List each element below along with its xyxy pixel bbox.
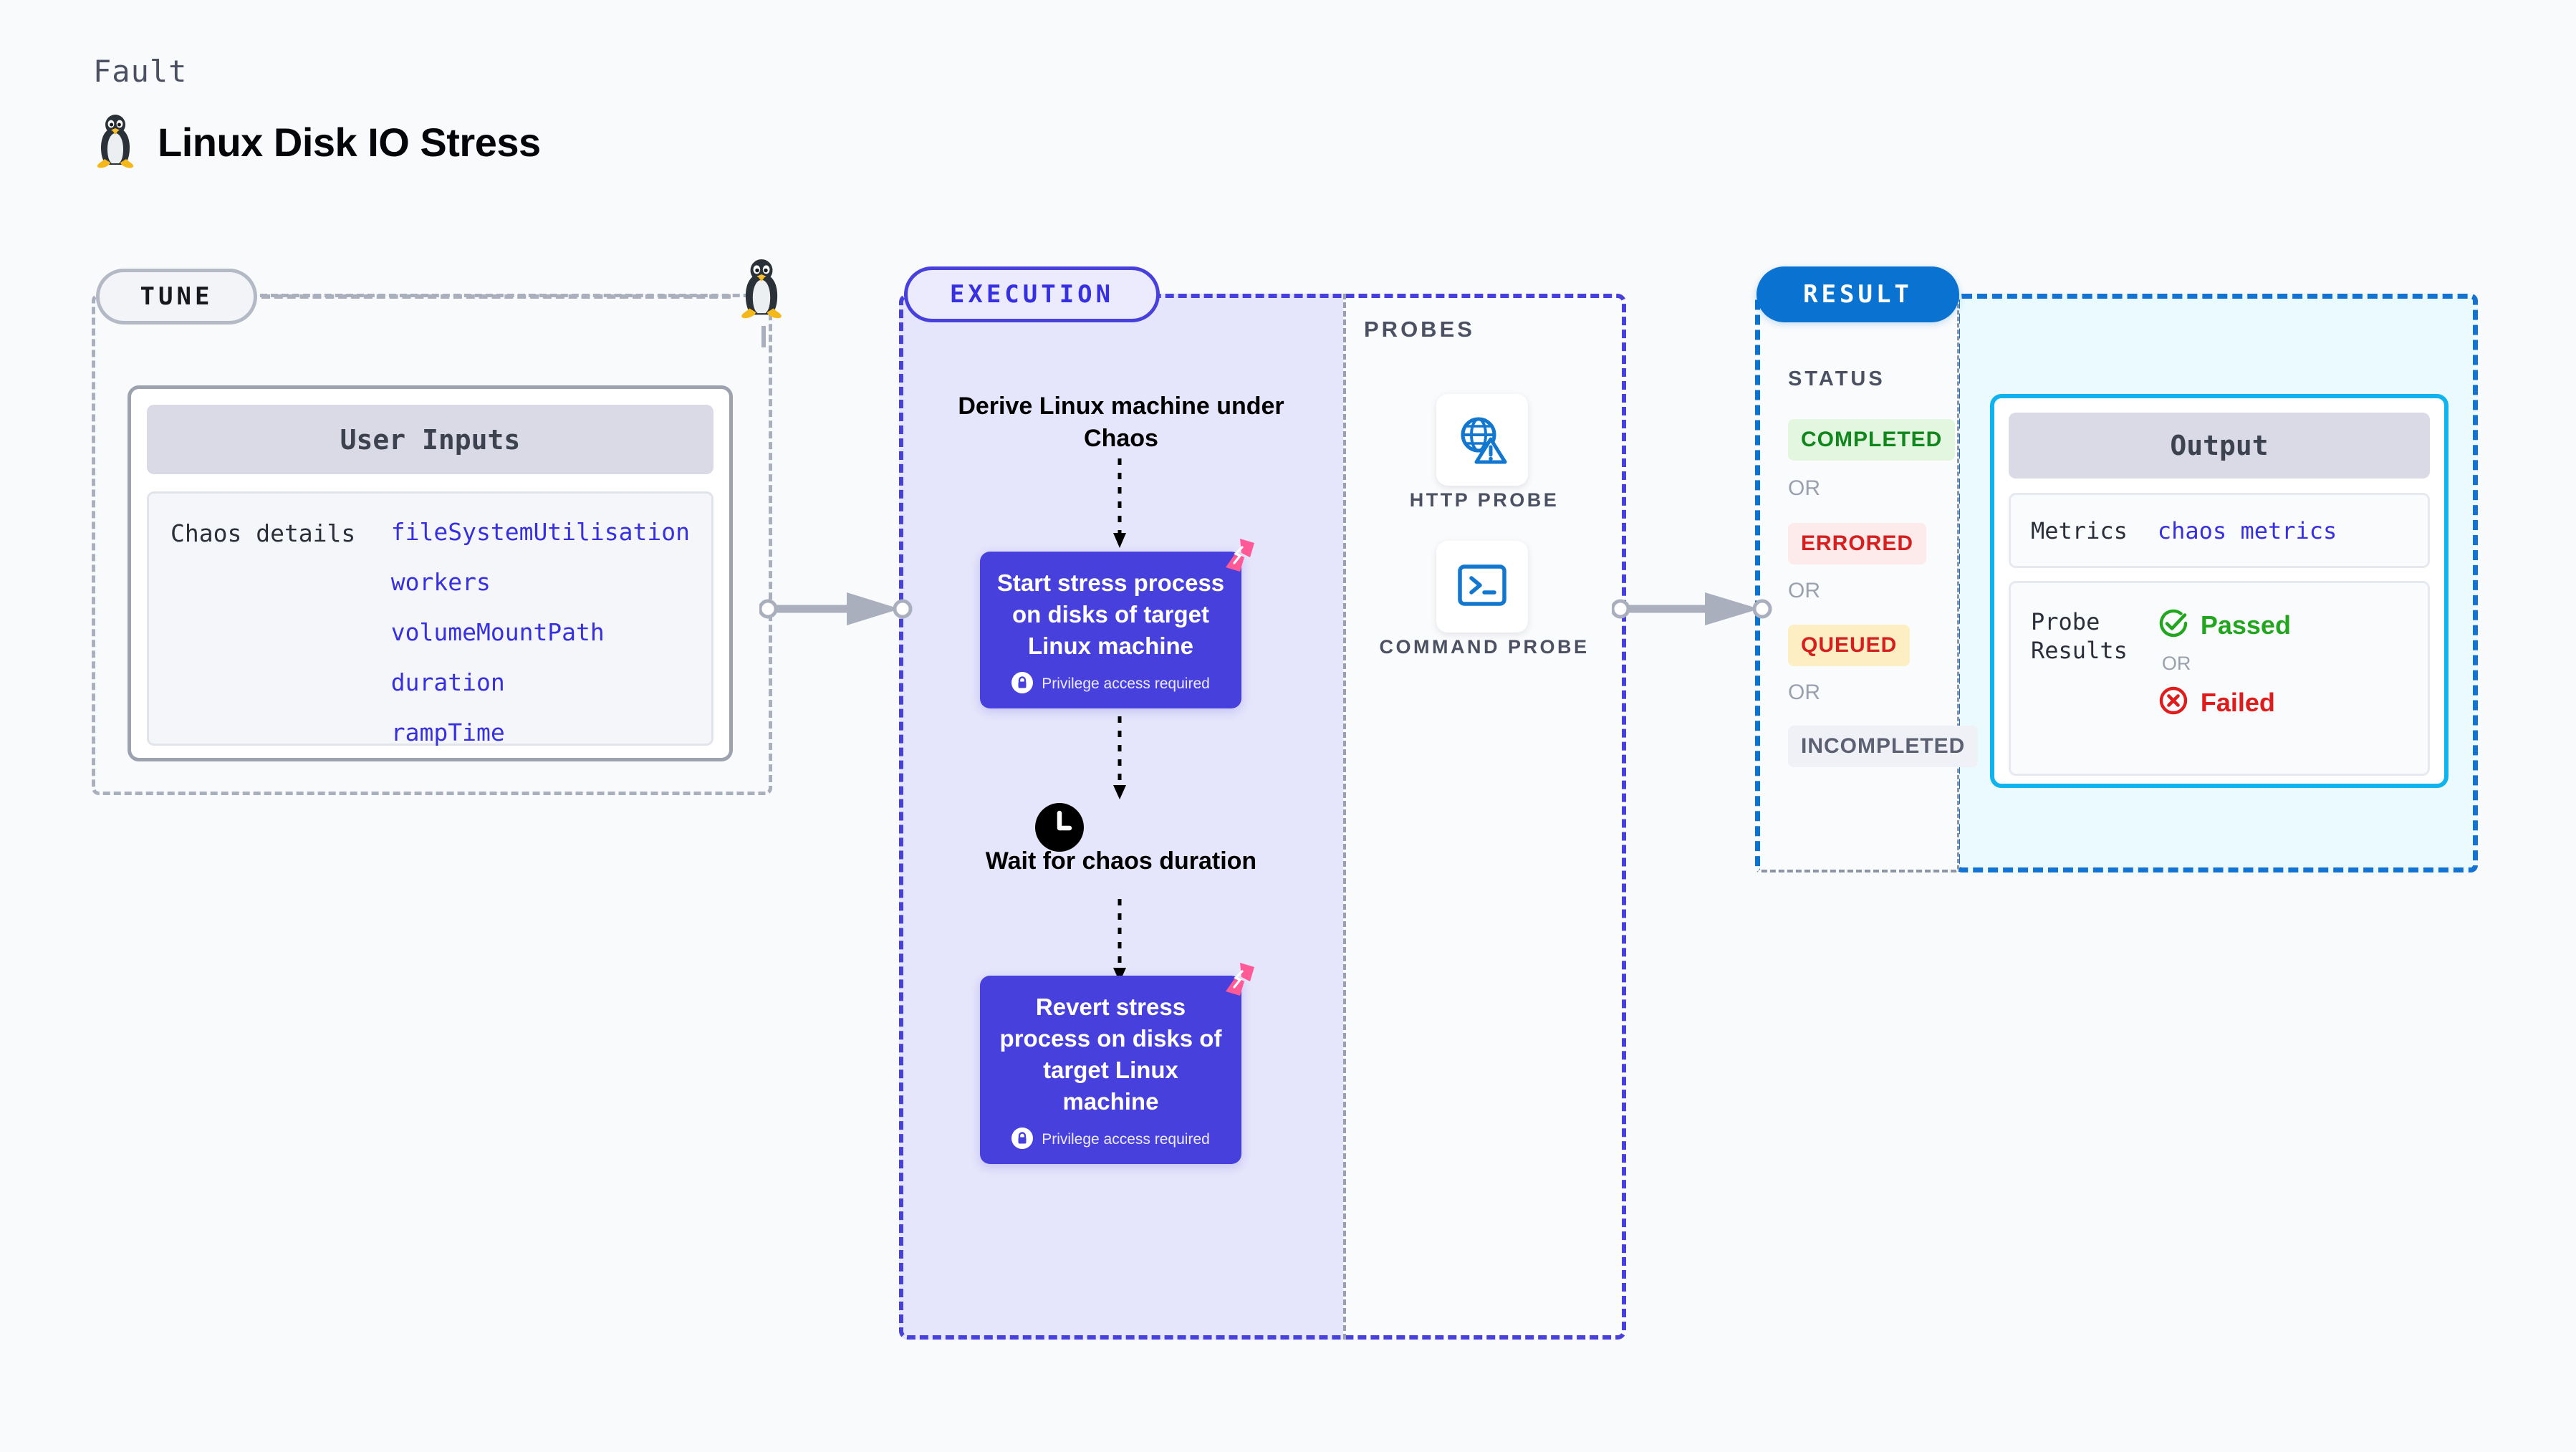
revert-privilege-row: Privilege access required <box>994 1127 1227 1153</box>
start-privilege-row: Privilege access required <box>994 671 1227 697</box>
probe-card-command[interactable] <box>1436 541 1528 633</box>
output-probe-results-row: Probe Results Passed OR <box>2009 581 2430 776</box>
probe-card-http[interactable] <box>1436 394 1528 486</box>
harness-logo-icon <box>1219 960 1257 1002</box>
status-label: STATUS <box>1788 367 1885 390</box>
probe-result-passed: Passed <box>2158 607 2291 643</box>
failed-label: Failed <box>2200 687 2275 717</box>
execution-step-wait: Wait for chaos duration <box>985 847 1257 875</box>
probe-results-values: Passed OR Failed <box>2158 607 2291 774</box>
lock-icon <box>1011 1127 1034 1153</box>
metrics-label: Metrics <box>2031 516 2128 544</box>
arrow-derive-to-start <box>1113 458 1126 548</box>
param-ramp-time[interactable]: rampTime <box>390 718 505 746</box>
param-duration[interactable]: duration <box>390 668 505 696</box>
probe-label-command: COMMAND PROBE <box>1379 636 1590 658</box>
user-inputs-card: User Inputs Chaos details fileSystemUtil… <box>128 385 733 761</box>
param-workers[interactable]: workers <box>390 568 491 596</box>
output-card: Output Metrics chaos metrics Probe Resul… <box>1990 394 2448 788</box>
connector-probes-to-result <box>1612 592 1772 625</box>
output-metrics-row: Metrics chaos metrics <box>2009 493 2430 568</box>
globe-warning-icon <box>1456 412 1509 468</box>
chaos-details-label: Chaos details <box>170 519 356 547</box>
x-circle-icon <box>2158 685 2189 720</box>
execution-step-derive: Derive Linux machine under Chaos <box>958 393 1284 452</box>
param-volume-mount-path[interactable]: volumeMountPath <box>390 618 605 646</box>
start-privilege-text: Privilege access required <box>1042 675 1210 693</box>
status-badge-queued: QUEUED <box>1788 625 1911 666</box>
result-status-region <box>1755 294 1959 872</box>
execution-panel-background <box>899 294 1343 1340</box>
user-inputs-body: Chaos details fileSystemUtilisation work… <box>147 491 713 746</box>
clock-icon <box>1034 802 1085 856</box>
revert-stress-title: Revert stress process on disks of target… <box>999 994 1222 1115</box>
connector-tune-to-execution <box>759 592 913 625</box>
tune-penguin-stub <box>761 326 766 347</box>
linux-penguin-icon <box>93 115 138 169</box>
arrow-wait-to-revert <box>1113 899 1126 982</box>
page-title: Linux Disk IO Stress <box>158 119 541 165</box>
check-circle-icon <box>2158 607 2189 643</box>
page-eyebrow: Fault <box>93 54 188 89</box>
status-badge-incompleted: INCOMPLETED <box>1788 726 1979 767</box>
lock-icon <box>1011 671 1034 697</box>
probes-divider <box>1343 294 1346 1340</box>
param-file-system-utilisation[interactable]: fileSystemUtilisation <box>390 518 690 546</box>
terminal-prompt-icon <box>1456 562 1509 612</box>
probes-section-label: PROBES <box>1364 317 1475 342</box>
probe-result-failed: Failed <box>2158 685 2291 720</box>
metrics-value[interactable]: chaos metrics <box>2157 516 2337 544</box>
passed-label: Passed <box>2200 610 2291 640</box>
output-header: Output <box>2009 413 2430 479</box>
status-or-2: OR <box>1788 579 1820 602</box>
execution-probes-region <box>899 294 1626 1340</box>
user-inputs-header: User Inputs <box>147 405 713 474</box>
probe-label-http: HTTP PROBE <box>1409 489 1559 511</box>
execution-step-start-stress[interactable]: Start stress process on disks of target … <box>980 539 1254 708</box>
revert-privilege-text: Privilege access required <box>1042 1131 1210 1148</box>
arrow-start-to-wait <box>1113 716 1126 799</box>
probe-results-label: Probe Results <box>2031 608 2128 664</box>
execution-step-revert-stress[interactable]: Revert stress process on disks of target… <box>980 963 1254 1164</box>
status-badge-completed: COMPLETED <box>1788 419 1956 461</box>
probe-result-or: OR <box>2161 653 2191 674</box>
tune-connector-dash <box>261 294 731 299</box>
result-section-pill[interactable]: RESULT <box>1756 266 1959 322</box>
status-or-1: OR <box>1788 476 1820 500</box>
status-or-3: OR <box>1788 681 1820 704</box>
chaos-param-list: fileSystemUtilisation workers volumeMoun… <box>390 518 690 746</box>
start-stress-title: Start stress process on disks of target … <box>996 569 1225 659</box>
tune-section-pill[interactable]: TUNE <box>96 269 257 324</box>
execution-section-pill[interactable]: EXECUTION <box>904 266 1160 322</box>
tune-linux-penguin-icon <box>736 259 787 323</box>
status-badge-errored: ERRORED <box>1788 523 1927 564</box>
harness-logo-icon <box>1219 536 1257 578</box>
page-header: Linux Disk IO Stress <box>93 115 541 169</box>
